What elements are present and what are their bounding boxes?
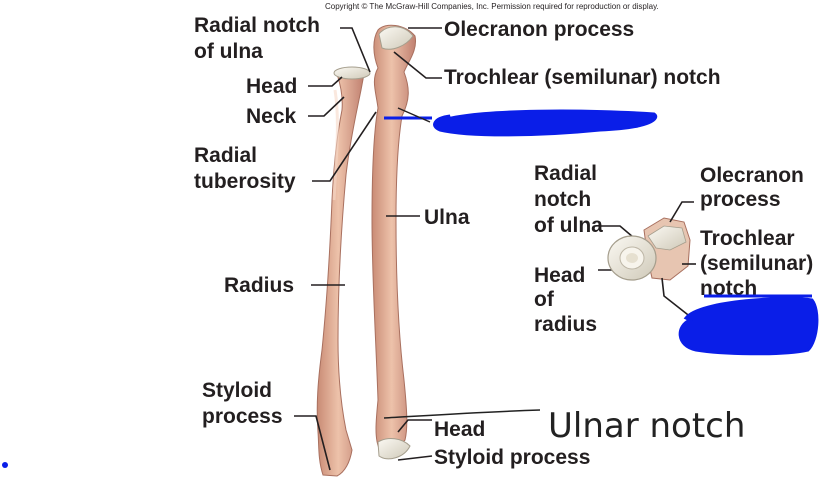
- label-radius: Radius: [224, 274, 294, 297]
- inset-label-trochlear-3: notch: [700, 277, 757, 300]
- leader-trochlear: [393, 51, 442, 79]
- inset-leader-olecranon: [669, 201, 694, 223]
- leader-neck: [308, 96, 345, 117]
- stray-blue-dot: [2, 462, 8, 468]
- label-radial-tuberosity-line2: tuberosity: [194, 170, 296, 193]
- olecranon-cap: [378, 26, 414, 50]
- handwritten-leader: [383, 409, 541, 419]
- inset-label-radial-notch-1: Radial: [534, 162, 597, 185]
- label-olecranon: Olecranon process: [444, 18, 634, 41]
- radius-bone: [316, 70, 365, 477]
- inset-label-olecranon-2: process: [700, 188, 781, 211]
- label-radial-notch-line2: of ulna: [194, 40, 263, 63]
- inset-label-head-radius-1: Head: [534, 264, 585, 287]
- label-radial-notch-line1: Radial notch: [194, 14, 320, 37]
- label-styloid-left-line1: Styloid: [202, 379, 272, 402]
- inset-label-head-radius-3: radius: [534, 313, 597, 336]
- inset-label-radial-notch-3: of ulna: [534, 214, 603, 237]
- label-ulna-styloid: Styloid process: [434, 446, 590, 469]
- radial-head-cap: [333, 66, 371, 80]
- inset-label-olecranon-1: Olecranon: [700, 164, 804, 187]
- label-radial-tuberosity-line1: Radial: [194, 144, 257, 167]
- inset-diagram: Radial notch of ulna Head of radius Olec…: [534, 162, 819, 356]
- redaction-leader-1: [397, 107, 431, 123]
- label-neck: Neck: [246, 105, 297, 128]
- redaction-mark-1: [384, 109, 658, 137]
- leader-ulna-head: [397, 419, 432, 433]
- label-ulna-head: Head: [434, 418, 485, 441]
- ulna-distal-cap: [377, 438, 411, 460]
- ulna-bone: [371, 24, 417, 453]
- inset-label-trochlear-2: (semilunar): [700, 252, 813, 275]
- label-styloid-left-line2: process: [202, 405, 283, 428]
- handwritten-ulnar-notch: Ulnar notch: [548, 406, 745, 446]
- leader-head: [308, 76, 343, 87]
- inset-label-radial-notch-2: notch: [534, 188, 591, 211]
- leader-radial-notch: [340, 27, 371, 73]
- leader-styloid-left: [294, 415, 331, 471]
- inset-redaction-leader: [661, 277, 693, 319]
- copyright-notice: Copyright © The McGraw-Hill Companies, I…: [325, 2, 659, 11]
- redaction-mark-2: [678, 294, 819, 356]
- label-trochlear: Trochlear (semilunar) notch: [444, 66, 721, 89]
- inset-label-trochlear-1: Trochlear: [700, 227, 795, 250]
- label-ulna: Ulna: [424, 206, 470, 229]
- leader-ulna-styloid: [397, 455, 433, 461]
- label-head: Head: [246, 75, 297, 98]
- leader-radial-tuberosity: [312, 111, 377, 182]
- inset-label-head-radius-2: of: [534, 288, 555, 311]
